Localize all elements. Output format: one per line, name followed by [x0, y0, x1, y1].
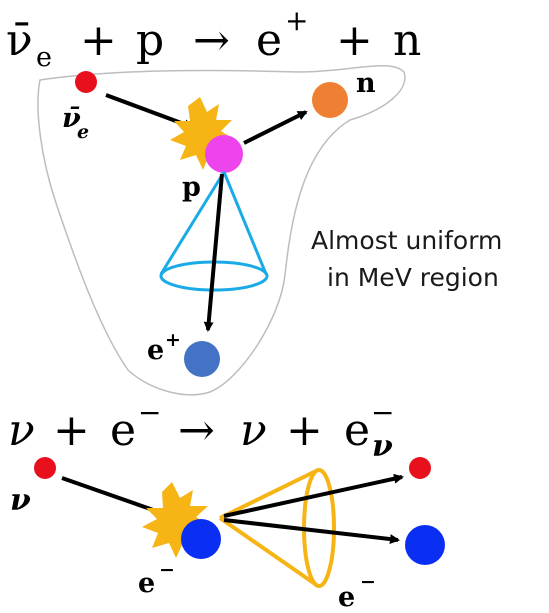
eq-neutron: n — [393, 15, 421, 66]
reaction-es: ν + e − → ν + e − ν — [8, 396, 394, 464]
antineutrino-label: ν̄ — [62, 103, 81, 134]
reaction-ibd: ν̄ e + p → e + + n — [6, 4, 421, 73]
eq-positron: e — [256, 15, 282, 66]
region-outline — [37, 65, 406, 396]
positron-dot — [184, 341, 220, 377]
eq-electron-superscript: − — [138, 396, 161, 429]
eq-plus: + — [80, 15, 117, 66]
antineutrino-dot — [75, 71, 97, 93]
annotation-line-1: Almost uniform — [311, 226, 502, 255]
eq-plus: + — [53, 405, 90, 456]
scattered-neutrino-arrow — [223, 473, 404, 518]
scattered-neutrino-dot — [409, 457, 431, 479]
neutrino-label: ν — [10, 483, 31, 518]
eq-proton: p — [136, 15, 164, 66]
positron-cone — [159, 171, 269, 292]
eq-plus: + — [286, 405, 323, 456]
eq-antineutrino-subscript: e — [36, 42, 52, 73]
electron-label-right-superscript: − — [360, 571, 376, 593]
neutrino-dot — [34, 457, 56, 479]
eq-electron-out-superscript: − — [371, 396, 394, 429]
positron-arrow — [203, 173, 224, 332]
eq-electron-out-subscript: ν — [372, 429, 393, 464]
eq-arrow: → — [193, 15, 230, 66]
electron-label-right: e — [338, 582, 355, 613]
neutron-arrow — [243, 110, 308, 145]
neutron-dot — [312, 82, 348, 118]
positron-label-superscript: + — [165, 329, 181, 351]
eq-electron: e — [110, 405, 136, 456]
eq-electron-out: e — [344, 405, 370, 456]
eq-neutrino: ν — [8, 405, 35, 456]
electron-label-left: e — [138, 568, 155, 599]
eq-antineutrino: ν̄ — [6, 15, 33, 66]
scattered-electron-arrow — [223, 518, 400, 545]
electron-label-left-superscript: − — [159, 559, 175, 581]
antineutrino-label-subscript: e — [77, 121, 89, 143]
annotation-line-2: in MeV region — [327, 263, 499, 292]
proton-label: p — [182, 172, 201, 203]
proton-dot — [205, 135, 243, 173]
target-electron-dot — [181, 519, 221, 559]
eq-neutrino-out: ν — [240, 405, 267, 456]
eq-plus: + — [336, 15, 373, 66]
eq-arrow: → — [178, 405, 215, 456]
scattered-electron-dot — [405, 525, 445, 565]
neutron-label: n — [356, 68, 376, 99]
positron-label: e — [147, 335, 164, 366]
eq-positron-superscript: + — [285, 4, 308, 37]
